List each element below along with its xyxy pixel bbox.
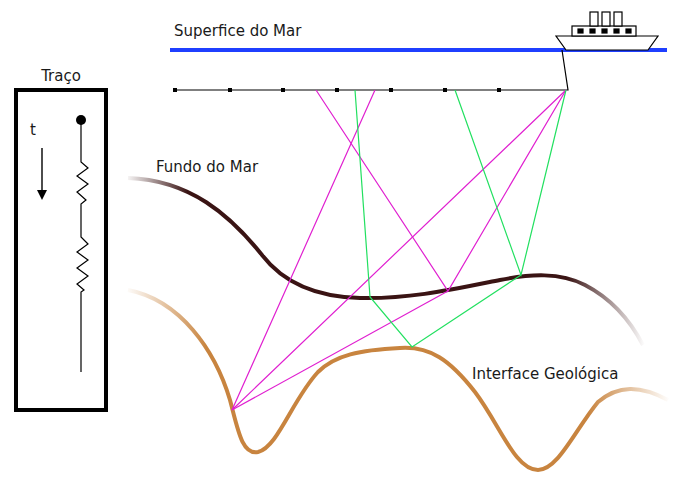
ray-paths [355, 90, 566, 347]
ship [556, 12, 658, 50]
sea-surface-label: Superfice do Mar [172, 22, 303, 40]
trace-panel: t Traço [10, 62, 112, 412]
geological-interface [128, 290, 668, 470]
panel-heading: Traço [41, 67, 81, 85]
trace-box: t [14, 88, 108, 412]
ray-paths [232, 90, 566, 410]
streamer [173, 50, 568, 92]
interface-label: Interface Geológica [470, 365, 620, 383]
axis-label: t [30, 121, 36, 139]
seismic-trace [18, 92, 104, 408]
sea-floor-label: Fundo do Mar [154, 158, 260, 176]
sea-floor [128, 178, 643, 345]
